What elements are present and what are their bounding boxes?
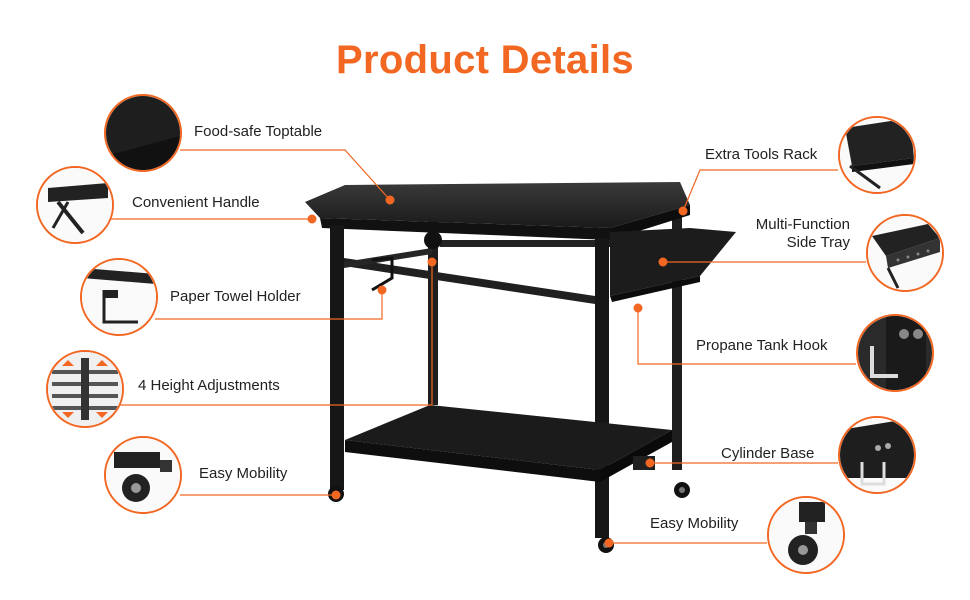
handle-closeup-icon — [36, 166, 114, 244]
feature-label-side-tray-line1: Multi-Function — [755, 216, 850, 233]
feature-label-mobility-right: Easy Mobility — [650, 515, 739, 532]
feature-label-towel-holder: Paper Towel Holder — [170, 288, 301, 305]
caster-wheel-closeup-icon — [767, 496, 845, 574]
tank-hook-closeup-icon — [856, 314, 934, 392]
tools-rack-closeup-icon — [838, 116, 916, 194]
cylinder-base-closeup-icon — [838, 416, 916, 494]
feature-label-cylinder-base: Cylinder Base — [721, 445, 815, 462]
side-tray-closeup-icon — [866, 214, 944, 292]
towel-holder-closeup-icon — [80, 258, 158, 336]
height-adjust-closeup-icon — [46, 350, 124, 428]
feature-label-side-tray-line2: Side Tray — [786, 234, 850, 251]
feature-label-handle: Convenient Handle — [132, 194, 260, 211]
feature-label-tools-rack: Extra Tools Rack — [705, 146, 818, 163]
feature-label-side-tray: Multi-Function Side Tray — [756, 216, 850, 252]
feature-label-toptable: Food-safe Toptable — [194, 123, 323, 140]
caster-wheel-closeup-icon — [104, 436, 182, 514]
toptable-closeup-icon — [104, 94, 182, 172]
feature-label-mobility-left: Easy Mobility — [199, 465, 288, 482]
feature-label-tank-hook: Propane Tank Hook — [696, 337, 828, 354]
page-title: Product Details — [336, 38, 634, 82]
feature-label-height-adjust: 4 Height Adjustments — [138, 377, 280, 394]
